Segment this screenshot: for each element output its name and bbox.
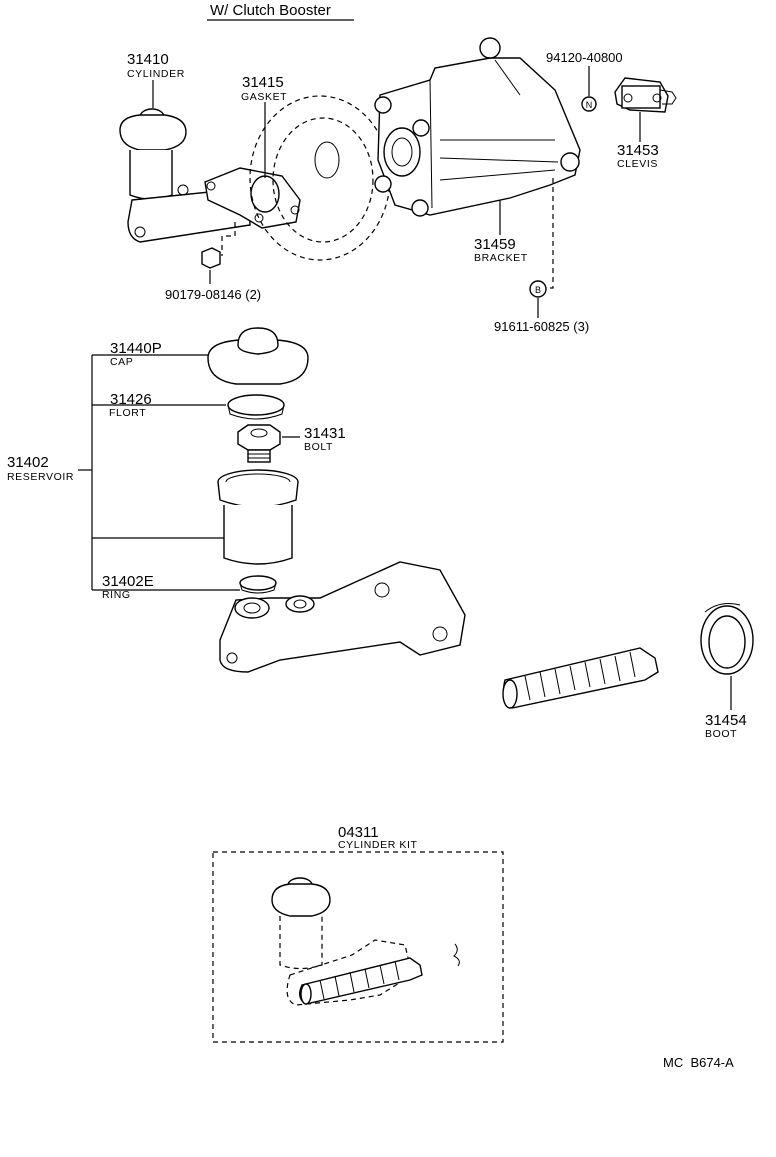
callout-31454-number: 31454 bbox=[705, 712, 747, 729]
cylinder-assembly-top bbox=[119, 108, 301, 269]
bolt-31431-drawing bbox=[237, 424, 281, 463]
callout-31402e-name: RING bbox=[102, 589, 131, 601]
float-31426-drawing bbox=[227, 394, 285, 420]
boot-31454-drawing bbox=[700, 603, 754, 675]
callout-31459-name: BRACKET bbox=[474, 252, 528, 264]
callout-31402-name: RESERVOIR bbox=[7, 471, 74, 483]
callout-04311-number: 04311 bbox=[338, 824, 379, 841]
callout-31440p-number: 31440P bbox=[110, 340, 162, 357]
master-cylinder-body bbox=[219, 561, 466, 673]
reservoir-31402-drawing bbox=[217, 469, 299, 565]
callout-31431-number: 31431 bbox=[304, 425, 346, 442]
callout-31415-name: GASKET bbox=[241, 91, 287, 103]
callout-31402-number: 31402 bbox=[7, 454, 49, 471]
callout-31410-name: CYLINDER bbox=[127, 68, 185, 80]
nut-symbol-n: N bbox=[581, 96, 597, 112]
callout-31440p-name: CAP bbox=[110, 356, 133, 368]
callout-91611-number: 91611-60825 (3) bbox=[494, 319, 589, 334]
kit-cylinder-drawing bbox=[271, 877, 460, 1006]
svg-text:B: B bbox=[535, 285, 541, 295]
callout-31453-number: 31453 bbox=[617, 142, 659, 159]
piston-assembly-drawing bbox=[502, 647, 659, 709]
callout-94120-number: 94120-40800 bbox=[546, 50, 623, 65]
cylinder-kit-box bbox=[212, 851, 504, 1043]
diagram-title: W/ Clutch Booster bbox=[210, 2, 331, 19]
cap-31440p-drawing bbox=[207, 327, 309, 385]
leader-lines bbox=[78, 66, 732, 710]
callout-04311-name: CYLINDER KIT bbox=[338, 839, 418, 851]
ring-31402e-drawing bbox=[239, 575, 277, 594]
footer-code: MC B674-A bbox=[663, 1055, 734, 1070]
callout-31410-number: 31410 bbox=[127, 51, 169, 68]
callout-31459-number: 31459 bbox=[474, 236, 516, 253]
callout-31415-number: 31415 bbox=[242, 74, 284, 91]
callout-31431-name: BOLT bbox=[304, 441, 333, 453]
callout-31453-name: CLEVIS bbox=[617, 158, 658, 170]
clevis-31453-drawing bbox=[614, 77, 677, 113]
callout-90179-number: 90179-08146 (2) bbox=[165, 287, 261, 302]
callout-31454-name: BOOT bbox=[705, 728, 737, 740]
svg-text:N: N bbox=[586, 100, 593, 110]
callout-31402e-number: 31402E bbox=[102, 573, 154, 590]
bolt-symbol-b: B bbox=[529, 280, 547, 298]
bracket-31459-drawing bbox=[374, 37, 581, 289]
callout-31426-name: FLORT bbox=[109, 407, 146, 419]
callout-31426-number: 31426 bbox=[110, 391, 152, 408]
